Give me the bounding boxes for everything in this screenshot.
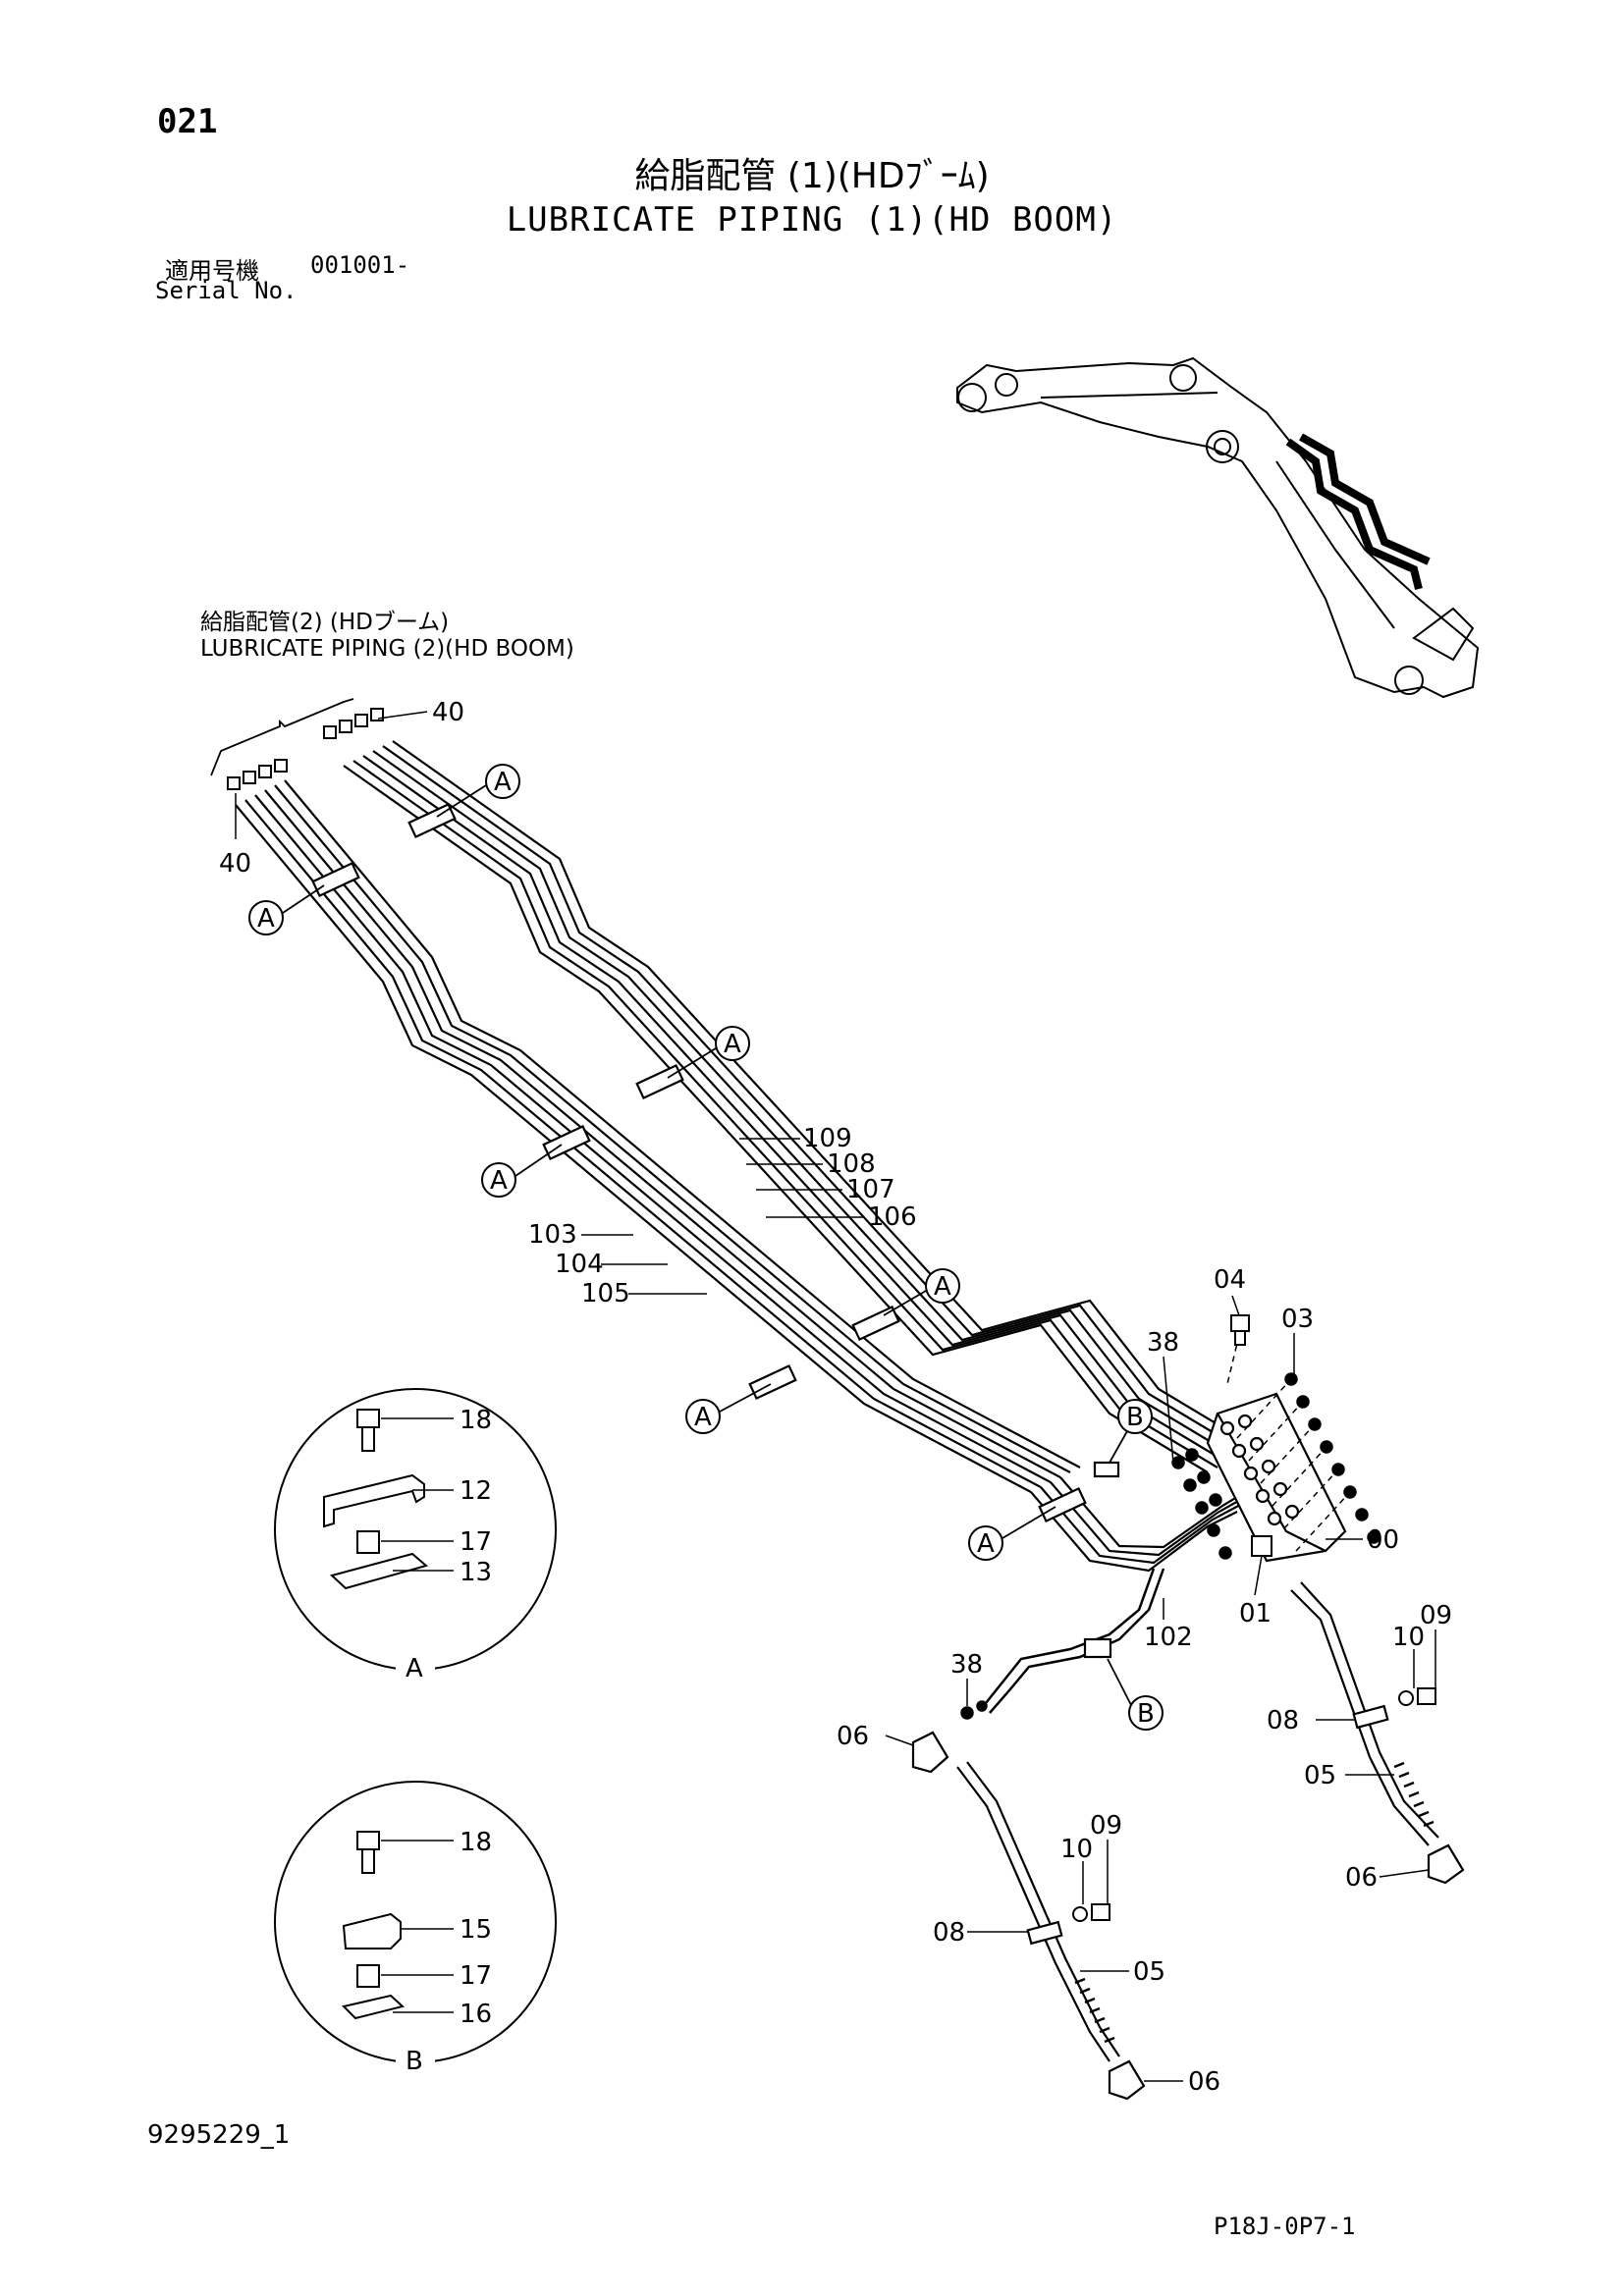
part-label-01: 01 [1239, 1599, 1272, 1629]
part-label-06-right: 06 [1345, 1863, 1378, 1893]
callout-a-6: A [694, 1403, 712, 1432]
reference-label-japanese: 給脂配管(2) (HDブーム) [200, 610, 450, 635]
hose-clamps-08 [1026, 1704, 1389, 1946]
detail-view-b [274, 1781, 557, 2063]
serial-label-japanese: 適用号機 [165, 257, 259, 285]
part-label-05-right: 05 [1304, 1761, 1336, 1790]
part-label-10-right: 10 [1392, 1623, 1425, 1652]
callout-a-3: A [724, 1030, 741, 1059]
end-fittings-40 [227, 708, 384, 790]
part-leaders [235, 711, 1436, 2082]
detail-b-part-16: 16 [460, 2000, 492, 2029]
part-label-00: 00 [1367, 1525, 1399, 1555]
part-label-107: 107 [846, 1175, 895, 1204]
bolt-04 [1230, 1314, 1250, 1346]
part-label-06-left: 06 [837, 1722, 869, 1751]
part-label-106: 106 [868, 1202, 917, 1232]
detail-a-part-17: 17 [460, 1527, 492, 1557]
plate-code: P18J-0P7-1 [1214, 2213, 1356, 2240]
part-label-08-right: 08 [1267, 1706, 1299, 1735]
page-number: 021 [157, 102, 218, 141]
elbows-06 [911, 1731, 1465, 2101]
callout-a-7: A [977, 1529, 995, 1559]
part-label-108: 108 [827, 1149, 876, 1179]
part-label-38-top: 38 [1147, 1328, 1179, 1358]
part-label-09-right: 09 [1420, 1601, 1452, 1630]
pipe-bundle-left [235, 779, 1081, 1493]
detail-a-part-13: 13 [460, 1558, 492, 1587]
part-label-103: 103 [528, 1220, 577, 1250]
callout-a-5: A [934, 1272, 951, 1302]
detail-a-part-12: 12 [460, 1476, 492, 1506]
reference-label-english: LUBRICATE PIPING (2)(HD BOOM) [200, 636, 574, 662]
nipple-dash-lines [1226, 1334, 1351, 1552]
hose-spring-guards [1074, 1761, 1435, 2044]
detail-label-b: B [406, 2047, 423, 2076]
part-label-109: 109 [803, 1124, 852, 1153]
detail-b-part-15: 15 [460, 1915, 492, 1945]
pipe-bundle-right [343, 740, 1258, 1473]
part-label-04: 04 [1214, 1265, 1246, 1295]
part-label-102: 102 [1144, 1623, 1193, 1652]
callout-a-2: A [494, 768, 512, 797]
bolts-09-10 [1072, 1687, 1436, 1922]
boom-lube-lines-highlight [1285, 433, 1431, 590]
fitting-01 [1251, 1535, 1272, 1557]
callout-b-2: B [1137, 1699, 1155, 1729]
part-label-08-left: 08 [933, 1918, 965, 1948]
serial-number-value: 001001- [310, 251, 410, 279]
part-label-03: 03 [1281, 1305, 1314, 1334]
callout-a-1: A [257, 904, 275, 934]
part-label-40-left: 40 [219, 849, 251, 879]
part-label-09-left: 09 [1090, 1811, 1122, 1841]
pipe-bundle-manifold-run [1030, 1476, 1253, 1573]
bracket-brace [210, 698, 354, 776]
detail-label-a: A [406, 1654, 423, 1683]
manifold-block [1206, 1392, 1347, 1563]
part-label-40-top: 40 [432, 698, 464, 727]
detail-a-part-18: 18 [460, 1406, 492, 1435]
part-label-38-bottom: 38 [950, 1650, 983, 1680]
fittings-38-cluster [1171, 1448, 1232, 1560]
title-japanese: 給脂配管 (1)(HDﾌﾞｰﾑ) [634, 156, 990, 196]
detail-b-leaders [381, 1840, 454, 2013]
pipe-102 [981, 1568, 1165, 1714]
document-code: 9295229_1 [147, 2120, 291, 2150]
part-label-104: 104 [555, 1250, 604, 1279]
callout-bubbles [248, 764, 1164, 1731]
boom-overview-illustration [956, 356, 1480, 699]
detail-b-part-18: 18 [460, 1828, 492, 1857]
title-english: LUBRICATE PIPING (1)(HD BOOM) [506, 200, 1118, 240]
callout-b-1: B [1126, 1403, 1144, 1432]
fitting-38-small [960, 1700, 988, 1720]
detail-a-leaders [381, 1417, 454, 1572]
detail-b-part-17: 17 [460, 1961, 492, 1991]
detail-view-a [274, 1388, 557, 1671]
part-label-10-left: 10 [1060, 1835, 1093, 1864]
part-label-105: 105 [581, 1279, 630, 1308]
pipe-clamps [311, 802, 1120, 1659]
serial-label-english: Serial No. [155, 277, 298, 304]
callout-a-4: A [490, 1166, 508, 1196]
part-label-05-left: 05 [1133, 1957, 1165, 1987]
part-label-06-bottom: 06 [1188, 2067, 1220, 2097]
callout-leaders [282, 784, 1132, 1706]
